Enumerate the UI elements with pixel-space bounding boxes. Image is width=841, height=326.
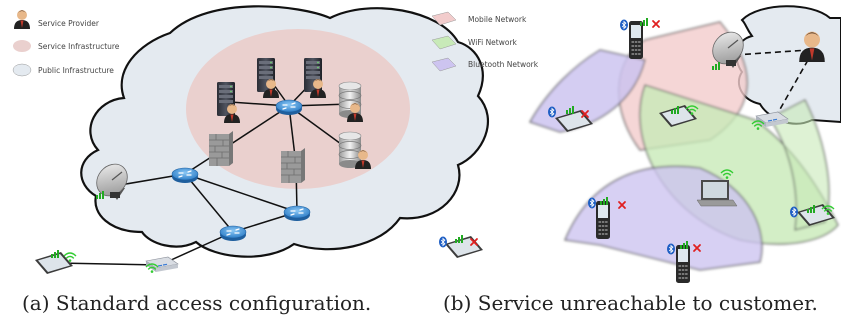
bluetooth-icon — [789, 206, 799, 218]
bluetooth-network-coverage — [529, 49, 646, 133]
signal-bars-icon — [640, 18, 648, 26]
panel-b: Mobile Network WiFi Network Bluetooth Ne… — [431, 5, 841, 283]
legend-label: Service Infrastructure — [38, 42, 120, 51]
legend-item-bluetooth-network: Bluetooth Network — [431, 57, 539, 72]
database-icon — [338, 81, 362, 119]
legend-item-service-infrastructure: Service Infrastructure — [13, 40, 120, 52]
provider-link — [734, 49, 809, 56]
mobile-phone-icon — [629, 21, 643, 59]
panel-a: Service Provider Service Infrastructure … — [12, 5, 490, 274]
legend-swatch — [431, 57, 457, 72]
mobile-phone-icon — [596, 201, 610, 239]
firewall-icon — [280, 147, 306, 184]
mobile-phone-icon — [676, 245, 690, 283]
bluetooth-network-coverage — [769, 99, 830, 231]
legend-label: Bluetooth Network — [468, 60, 539, 69]
legend-a: Service Provider Service Infrastructure … — [12, 10, 120, 77]
bluetooth-icon — [666, 243, 676, 255]
provider-link — [774, 59, 809, 119]
legend-b: Mobile Network WiFi Network Bluetooth Ne… — [431, 11, 539, 72]
legend-swatch — [431, 11, 457, 26]
signal-bars-icon — [51, 250, 59, 258]
bluetooth-icon — [438, 236, 448, 248]
legend-item-public-infrastructure: Public Infrastructure — [12, 63, 114, 77]
signal-bars-icon — [455, 235, 463, 243]
provider-cloud — [735, 5, 841, 125]
firewall-icon — [208, 130, 234, 167]
router-icon — [219, 225, 247, 242]
legend-label: WiFi Network — [468, 38, 518, 47]
caption-b: (b) Service unreachable to customer. — [443, 291, 818, 315]
bluetooth-icon — [587, 197, 597, 209]
legend-label: Service Provider — [38, 19, 100, 28]
disconnected-x-icon — [652, 20, 660, 28]
legend-item-service-provider: Service Provider — [14, 10, 100, 29]
person-icon — [14, 10, 30, 29]
router-icon — [275, 99, 303, 116]
caption-a: (a) Standard access configuration. — [22, 291, 372, 315]
legend-label: Mobile Network — [468, 15, 527, 24]
router-icon — [171, 167, 199, 184]
legend-swatch — [12, 63, 32, 77]
bluetooth-icon — [547, 106, 557, 118]
legend-item-wifi-network: WiFi Network — [431, 35, 518, 50]
legend-label: Public Infrastructure — [38, 66, 114, 75]
legend-swatch — [431, 35, 457, 50]
legend-item-mobile-network: Mobile Network — [431, 11, 527, 26]
legend-swatch — [13, 40, 31, 52]
router-icon — [283, 205, 311, 222]
bluetooth-icon — [619, 19, 629, 31]
